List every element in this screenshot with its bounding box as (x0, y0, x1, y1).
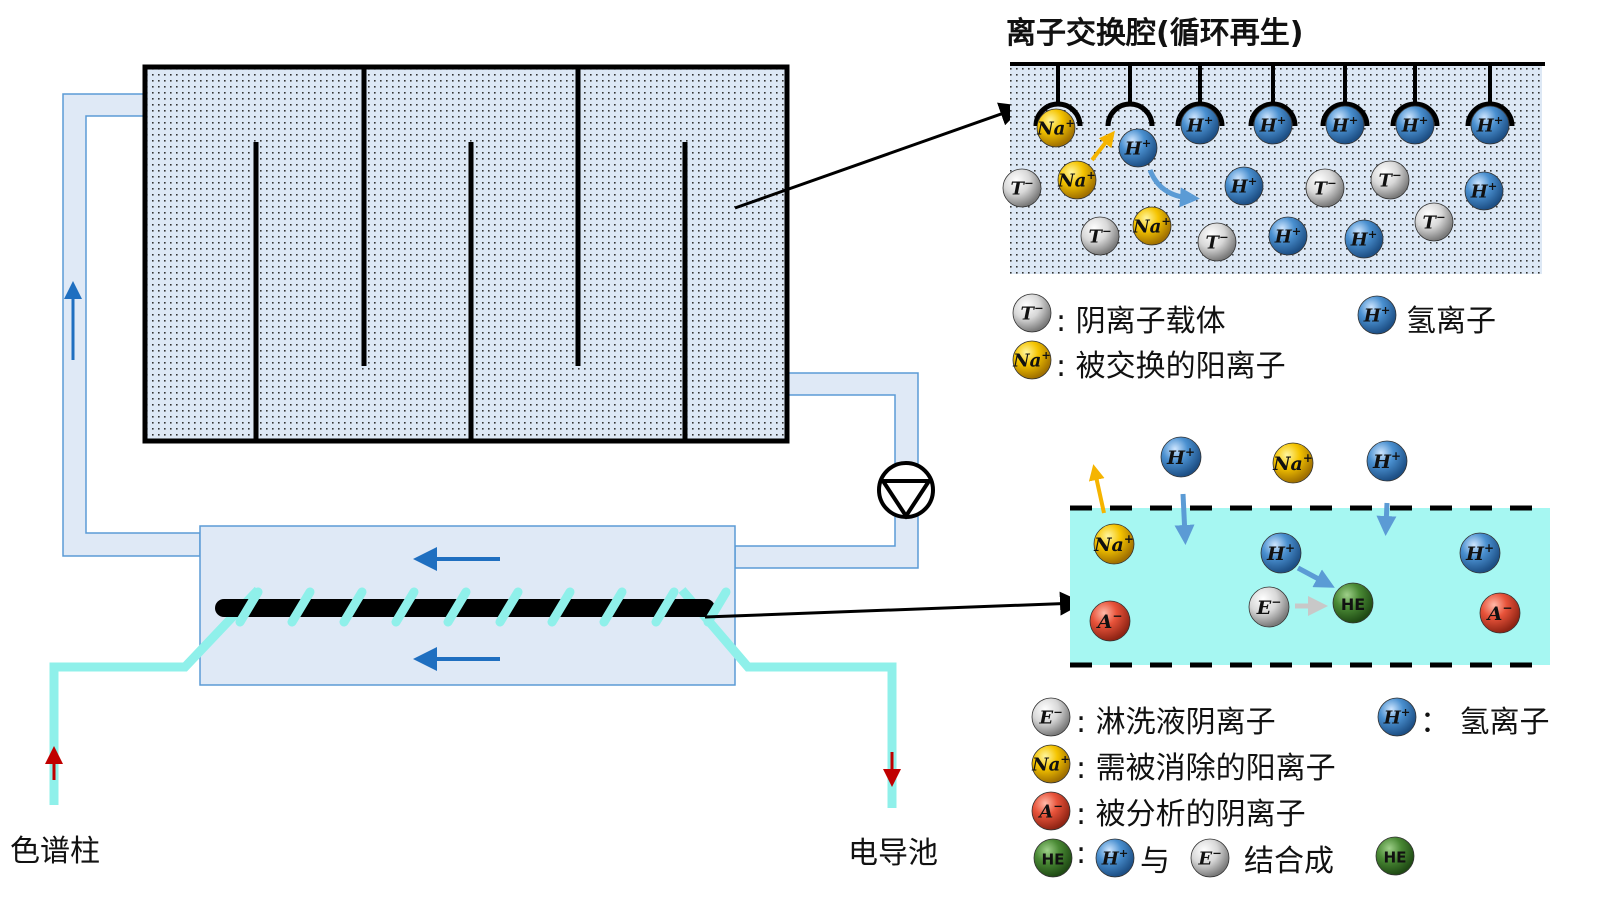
column-label: 色谱柱 (10, 834, 100, 869)
hydrogen-ion-icon: H+ (1395, 105, 1435, 145)
legend-removed-cation: : 需被消除的阳离子 (1076, 751, 1336, 786)
legend-combine-prefix: : (1076, 836, 1087, 871)
carrier-anion-ion-icon: T− (1080, 216, 1120, 256)
exchange-site (1390, 101, 1440, 127)
sodium-ion-icon: Na+ (1036, 108, 1076, 148)
svg-text:Na+: Na+ (1057, 168, 1096, 192)
svg-text:HE: HE (1041, 851, 1064, 869)
legend-analyte-anion: : 被分析的阴离子 (1076, 797, 1306, 832)
legend-carrier-anion: : 阴离子载体 (1056, 304, 1226, 339)
pump-pipe-right (734, 372, 935, 569)
legend-combine-and: 与 (1140, 844, 1170, 879)
coil-turn (599, 587, 627, 627)
legend-combine-result: 结合成 (1244, 844, 1334, 879)
water-product-ion-icon: HE (1033, 838, 1073, 878)
coil-turn (287, 587, 315, 627)
carrier-anion-ion-icon: T− (1012, 293, 1052, 333)
coil-turn (547, 587, 575, 627)
analyte-anion-ion-icon: A− (1031, 791, 1071, 831)
sodium-ion-icon: Na+ (1272, 442, 1314, 484)
hydrogen-ion-icon: H+ (1253, 105, 1293, 145)
membrane-tube (215, 599, 715, 617)
hydrogen-ion-icon: H+ (1268, 216, 1308, 256)
na-out-arrow-icon (1088, 464, 1106, 514)
analyte-anion-ion-icon: A− (1479, 592, 1521, 634)
hydrogen-ion-icon: H+ (1459, 532, 1501, 574)
membrane-ions: H+ Na+ H+ Na+ H+ H+ A− E− HE A− (1089, 436, 1521, 642)
exchange-site (1248, 101, 1298, 127)
h-in-arrow-icon (1376, 502, 1397, 536)
hydrogen-ion-icon: H+ (1160, 436, 1202, 478)
hydrogen-ion-icon: H+ (1180, 105, 1220, 145)
h-in-arrow-icon (1174, 493, 1195, 545)
chamber-ions: Na+H+H+H+H+H+H+Na+T−H+T−T−H+T−Na+T−H+H+T… (1002, 105, 1510, 262)
exchange-site (1320, 101, 1370, 127)
hydrogen-ion-icon: H+ (1357, 295, 1397, 335)
svg-text:Na+: Na+ (1036, 116, 1075, 140)
exchange-site (1175, 101, 1225, 127)
h-release-arrow-icon (1147, 169, 1200, 208)
pump-icon (877, 461, 935, 520)
legend-eluent-anion: : 淋洗液阴离子 (1076, 705, 1276, 740)
carrier-anion-ion-icon: T− (1370, 160, 1410, 200)
legend-ions: T− H+ Na+ E− H+ Na+ A− HE H+ E− HE (1012, 293, 1417, 878)
coil-turn (443, 587, 471, 627)
callout-line-membrane (704, 591, 1084, 619)
eluent-tubing (45, 586, 901, 808)
hydrogen-ion-icon: H+ (1095, 838, 1135, 878)
hydrogen-ion-icon: H+ (1344, 219, 1384, 259)
svg-text:HE: HE (1383, 849, 1406, 867)
exchange-site (1465, 101, 1515, 127)
exchange-site (1033, 101, 1083, 127)
membrane-channel-panel: H+ Na+ H+ Na+ H+ H+ A− E− HE A− (1070, 436, 1550, 668)
carrier-anion-ion-icon: T− (1305, 168, 1345, 208)
hydrogen-ion-icon: H+ (1224, 166, 1264, 206)
eluent-anion-ion-icon: E− (1190, 838, 1230, 878)
svg-text:Na+: Na+ (1031, 752, 1070, 776)
legend-exchanged-cation: : 被交换的阳离子 (1056, 349, 1286, 384)
sodium-ion-icon: Na+ (1132, 206, 1172, 246)
eluent-anion-ion-icon: E− (1031, 697, 1071, 737)
svg-text:Na+: Na+ (1132, 214, 1171, 238)
hydrogen-ion-icon: H+ (1470, 105, 1510, 145)
carrier-anion-ion-icon: T− (1002, 168, 1042, 208)
sodium-ion-icon: Na+ (1012, 340, 1052, 380)
regeneration-tank (142, 64, 790, 444)
hydrogen-ion-icon: H+ (1118, 128, 1158, 168)
hydrogen-ion-icon: H+ (1325, 105, 1365, 145)
hydrogen-ion-icon: H+ (1260, 532, 1302, 574)
eluent-anion-ion-icon: E− (1248, 586, 1290, 628)
na-exchange-arrow-icon (1090, 130, 1115, 162)
sodium-ion-icon: Na+ (1057, 160, 1097, 200)
membrane-coil (235, 587, 731, 627)
h-combine-arrow-icon (1296, 565, 1335, 588)
hydrogen-ion-icon: H+ (1377, 697, 1417, 737)
callout-line-exchange (734, 102, 1024, 210)
exchange-sites (1033, 64, 1515, 127)
detector-label: 电导池 (848, 836, 938, 871)
coil-turn (339, 587, 367, 627)
svg-text:HE: HE (1341, 595, 1365, 614)
sodium-ion-icon: Na+ (1031, 744, 1071, 784)
coil-turn (651, 587, 679, 627)
water-product-ion-icon: HE (1375, 836, 1415, 876)
carrier-anion-ion-icon: T− (1197, 222, 1237, 262)
exchange-chamber-panel: Na+H+H+H+H+H+H+Na+T−H+T−T−H+T−Na+T−H+H+T… (1002, 62, 1545, 274)
sodium-ion-icon: Na+ (1093, 523, 1135, 565)
carrier-anion-ion-icon: T− (1414, 202, 1454, 242)
analyte-anion-ion-icon: A− (1089, 600, 1131, 642)
legend-hydrogen: 氢离子 (1406, 304, 1496, 339)
hydrogen-ion-icon: H+ (1464, 171, 1504, 211)
coil-turn (235, 587, 263, 627)
exchange-site (1105, 101, 1155, 127)
water-product-ion-icon: HE (1332, 582, 1374, 624)
coil-turn (391, 587, 419, 627)
legend-hydrogen-2: ： 氢离子 (1420, 705, 1550, 740)
exchange-chamber-title: 离子交换腔(循环再生) (1006, 16, 1304, 51)
coil-turn (495, 587, 523, 627)
svg-text:Na+: Na+ (1012, 348, 1051, 372)
hydrogen-ion-icon: H+ (1366, 440, 1408, 482)
